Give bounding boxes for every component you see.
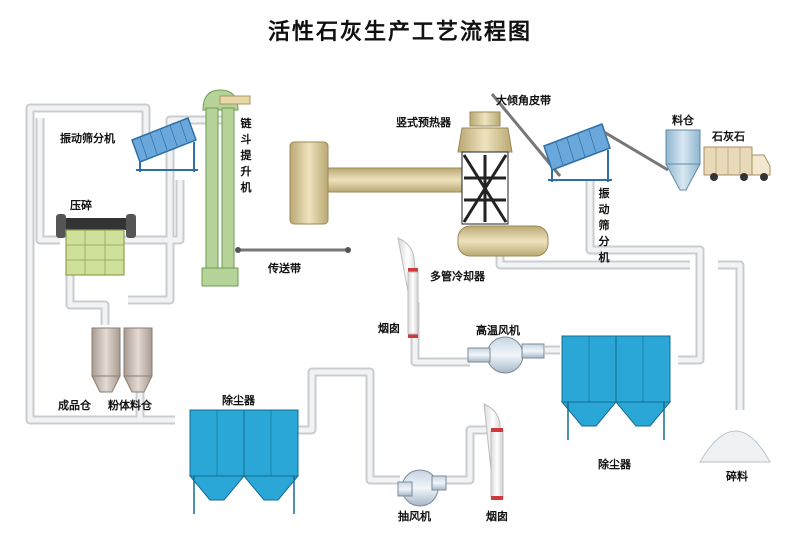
label-powder-bin: 粉体料仓	[108, 399, 152, 412]
label-preheater: 竖式预热器	[396, 116, 451, 129]
high-temp-fan	[467, 336, 545, 374]
page-title: 活性石灰生产工艺流程图	[267, 20, 532, 45]
label-bucket-elevator: 链斗提升机	[240, 117, 252, 194]
bucket-elevator	[201, 89, 251, 287]
label-vibrating-screen-right: 振动筛分机	[598, 187, 610, 264]
label-crusher: 压碎	[70, 199, 92, 212]
label-chimney-mid: 烟囱	[378, 322, 400, 335]
label-limestone: 石灰石	[712, 130, 745, 143]
crusher	[56, 214, 136, 276]
label-conveyor-belt: 传送带	[268, 262, 301, 275]
label-chimney-bottom: 烟囱	[486, 510, 508, 523]
label-exhaust-fan: 抽风机	[398, 510, 431, 523]
chimney-bottom	[483, 403, 504, 500]
dust-collector-right	[560, 335, 672, 440]
exhaust-fan	[397, 469, 447, 507]
vertical-preheater	[457, 111, 513, 225]
dust-collector-bottom	[188, 409, 300, 514]
kiln	[289, 141, 471, 225]
label-finished-bin: 成品仓	[58, 399, 91, 412]
multi-tube-cooler	[457, 225, 549, 257]
truck-icon	[703, 146, 771, 181]
label-dust-collector-right: 除尘器	[598, 458, 631, 471]
crushed-material-pile	[699, 430, 771, 463]
conveyor-belt	[235, 247, 351, 253]
silo	[665, 129, 701, 191]
storage-bins	[91, 327, 153, 393]
label-high-temp-fan: 高温风机	[476, 324, 520, 337]
label-big-incline-belt: 大倾角皮带	[496, 94, 551, 107]
vibrating-screen-left	[131, 117, 198, 172]
chimney-mid	[397, 237, 419, 338]
label-crushed-material: 碎料	[726, 470, 748, 483]
label-dust-collector-bottom: 除尘器	[222, 394, 255, 407]
vibrating-screen-right	[543, 123, 669, 182]
label-bin: 料仓	[672, 114, 694, 127]
label-vibrating-screen-left: 振动筛分机	[60, 132, 115, 145]
label-multi-tube-cooler: 多管冷却器	[430, 270, 485, 283]
pipe-network	[25, 103, 745, 485]
